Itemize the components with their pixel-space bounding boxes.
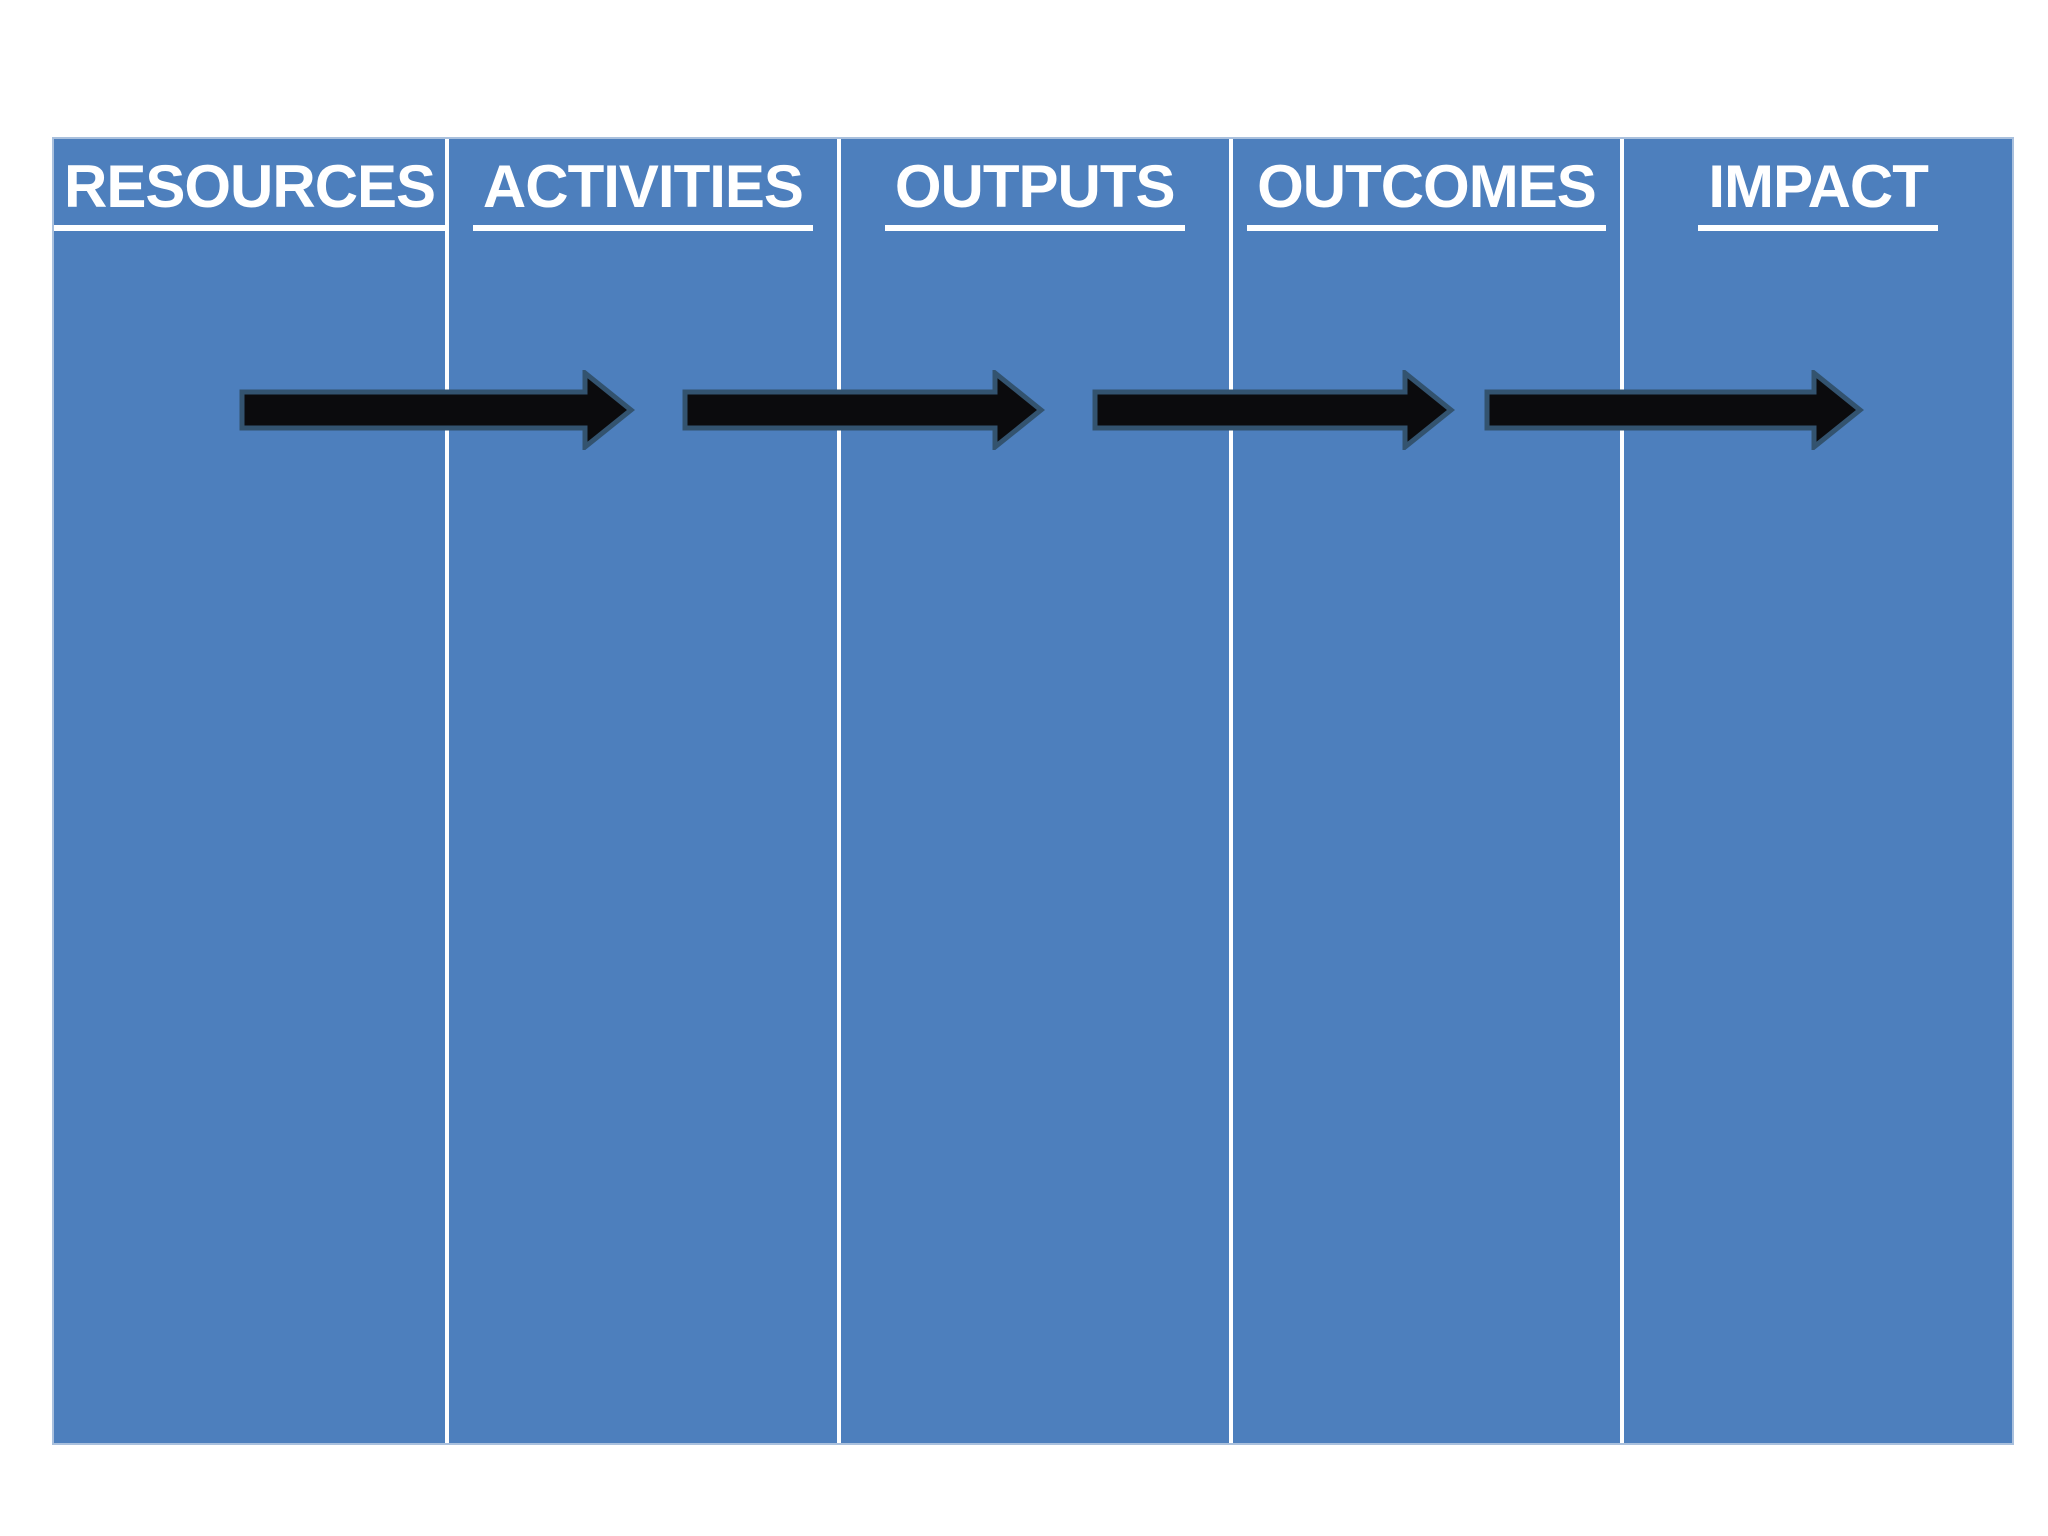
- logic-model-panel: RESOURCES ACTIVITIES OUTPUTS OUTCOMES IM…: [52, 137, 2014, 1445]
- column-resources: RESOURCES: [54, 139, 450, 1443]
- columns-container: RESOURCES ACTIVITIES OUTPUTS OUTCOMES IM…: [54, 139, 2012, 1443]
- column-header-outcomes: OUTCOMES: [1247, 155, 1606, 231]
- column-header-resources: RESOURCES: [54, 155, 446, 231]
- column-impact: IMPACT: [1624, 139, 2012, 1443]
- column-header-impact: IMPACT: [1698, 155, 1938, 231]
- column-activities: ACTIVITIES: [449, 139, 841, 1443]
- column-outcomes: OUTCOMES: [1233, 139, 1625, 1443]
- column-header-outputs: OUTPUTS: [884, 155, 1185, 231]
- column-outputs: OUTPUTS: [841, 139, 1233, 1443]
- column-header-activities: ACTIVITIES: [472, 155, 813, 231]
